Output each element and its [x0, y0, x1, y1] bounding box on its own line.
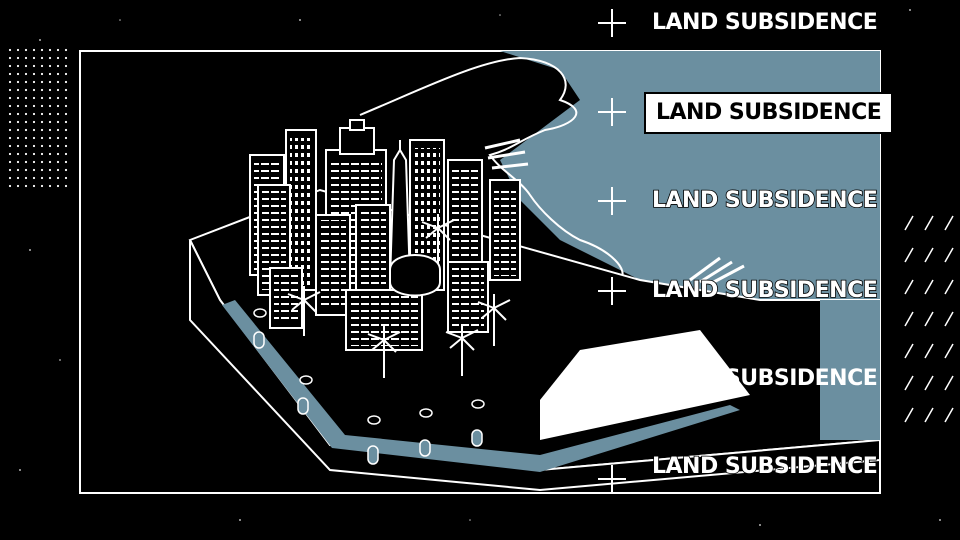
skyscrapers	[249, 119, 521, 351]
dot-grid-decor	[8, 48, 70, 188]
crosshair-icon	[598, 465, 626, 493]
label-row-6: LAND SUBSIDENCE	[598, 447, 938, 493]
crosshair-icon	[598, 277, 626, 305]
piers	[484, 138, 745, 286]
water-side-panel	[820, 300, 880, 440]
slash-decor	[904, 215, 954, 423]
label-row-3: LAND SUBSIDENCE	[598, 181, 938, 221]
label-row-4: LAND SUBSIDENCE	[598, 271, 938, 311]
topic-label: LAND SUBSIDENCE	[651, 277, 878, 304]
topic-label: LAND SUBSIDENCE	[651, 9, 878, 36]
topic-label-highlighted: LAND SUBSIDENCE	[644, 92, 894, 134]
foundation-pillars	[253, 308, 485, 465]
label-row-2: LAND SUBSIDENCE	[598, 92, 938, 134]
label-row-5: LAND SUBSIDENCE	[598, 359, 938, 399]
coastline	[359, 56, 624, 281]
palm-trees	[287, 214, 511, 378]
label-row-1: LAND SUBSIDENCE	[598, 3, 938, 43]
topic-label: LAND SUBSIDENCE	[652, 366, 878, 391]
topic-label: LAND SUBSIDENCE	[651, 187, 878, 214]
background-stars	[19, 9, 941, 526]
crosshair-icon	[598, 98, 626, 126]
topic-label: LAND SUBSIDENCE	[651, 453, 878, 480]
white-band	[540, 330, 750, 440]
crosshair-icon	[598, 9, 626, 37]
crosshair-icon	[598, 187, 626, 215]
